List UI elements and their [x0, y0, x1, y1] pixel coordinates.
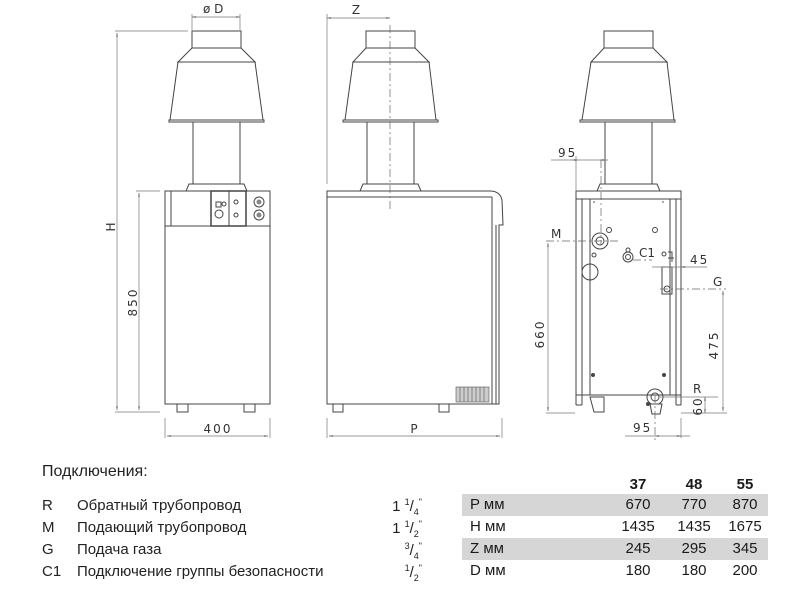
connection-row-supply: M Подающий трубопровод 1 1/2"	[42, 519, 422, 541]
model-header: 48	[685, 476, 703, 493]
connection-code: G	[42, 541, 54, 558]
cell-value: 770	[681, 496, 707, 513]
connection-size: 1 1/4"	[392, 497, 422, 517]
connection-desc: Обратный трубопровод	[77, 497, 242, 514]
model-header: 55	[736, 476, 754, 493]
connection-row-gas: G Подача газа 3/4"	[42, 541, 422, 563]
dim-gas-offset-label: 45	[690, 253, 709, 267]
row-label: H мм	[470, 518, 506, 535]
rear-view: 95 M C1 45 G	[533, 30, 727, 440]
dim-height-body-label: 850	[126, 288, 140, 317]
dim-supply-height-label: 660	[533, 320, 547, 349]
connection-code: C1	[42, 563, 62, 580]
cell-value: 1675	[728, 518, 762, 535]
gauge-icon	[253, 196, 265, 208]
table-row: P мм 670 770 870	[462, 494, 768, 516]
table-header: 37 48 55	[462, 476, 768, 494]
supply-label: M	[551, 227, 561, 241]
safety-label: C1	[639, 246, 655, 260]
switch-icon	[215, 201, 222, 208]
dim-diameter-label: ø D	[203, 2, 223, 16]
table-row: D мм 180 180 200	[462, 560, 768, 582]
cell-value: 670	[625, 496, 651, 513]
row-label: Z мм	[470, 540, 504, 557]
cell-value: 295	[681, 540, 707, 557]
dimensions-table: 37 48 55 P мм 670 770 870 H мм 1435 1435…	[462, 476, 768, 582]
side-view: Z P	[326, 3, 504, 438]
connections-title: Подключения:	[42, 463, 148, 480]
table-row: H мм 1435 1435 1675	[462, 516, 768, 538]
connection-size: 3/4"	[404, 541, 422, 561]
cell-value: 245	[625, 540, 651, 557]
row-label: P мм	[470, 496, 505, 513]
model-header: 37	[629, 476, 647, 493]
dim-height-total-label: H	[104, 220, 118, 231]
connection-row-safety: C1 Подключение группы безопасности 1/2"	[42, 563, 422, 585]
cell-value: 345	[732, 540, 758, 557]
row-label: D мм	[470, 562, 506, 579]
cell-value: 1435	[621, 518, 655, 535]
connection-size: 1/2"	[404, 563, 422, 583]
dim-return-offset-label: 95	[633, 421, 652, 435]
dim-gas-height-label: 475	[707, 331, 721, 360]
cell-value: 200	[732, 562, 758, 579]
vent-grille-icon	[455, 386, 490, 403]
connection-desc: Подключение группы безопасности	[77, 563, 324, 580]
connection-code: M	[42, 519, 55, 536]
technical-drawing: ø D H 850	[104, 2, 727, 440]
supply-connection-icon	[591, 232, 609, 250]
dim-return-height-label: 60	[691, 396, 705, 415]
cell-value: 180	[681, 562, 707, 579]
dim-flue-offset-label: Z	[352, 3, 360, 17]
connection-desc: Подача газа	[77, 541, 162, 558]
dim-flue-axis-label: 95	[558, 146, 577, 160]
connection-desc: Подающий трубопровод	[77, 519, 247, 536]
connection-size: 1 1/2"	[392, 519, 422, 539]
dim-width-label: 400	[204, 422, 233, 436]
return-label: R	[693, 382, 701, 396]
table-row: Z мм 245 295 345	[462, 538, 768, 560]
cell-value: 1435	[677, 518, 711, 535]
connection-row-return: R Обратный трубопровод 1 1/4"	[42, 497, 422, 519]
cell-value: 180	[625, 562, 651, 579]
gauge-icon	[253, 209, 265, 221]
safety-connection-icon	[622, 251, 634, 263]
dim-depth-label: P	[410, 422, 417, 436]
gas-label: G	[713, 275, 722, 289]
cell-value: 870	[732, 496, 758, 513]
connections-list: R Обратный трубопровод 1 1/4" M Подающий…	[42, 497, 422, 585]
knob-icon	[214, 209, 224, 219]
connection-code: R	[42, 497, 53, 514]
front-view: ø D H 850	[104, 2, 271, 438]
